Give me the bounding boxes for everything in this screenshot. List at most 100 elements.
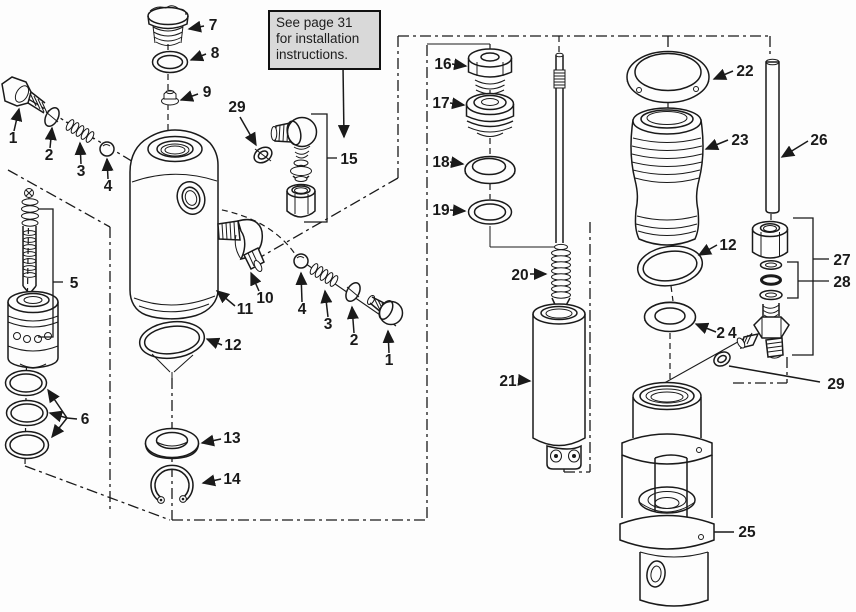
- svg-text:14: 14: [223, 471, 241, 488]
- part-12-oring-right: [636, 245, 704, 287]
- part-18-seal: [464, 155, 516, 185]
- callout-12-left: 12: [205, 337, 242, 354]
- part-19-oring: [467, 199, 513, 225]
- svg-text:13: 13: [223, 430, 241, 447]
- callout-6: 6: [47, 388, 90, 439]
- part-28-washers: [759, 260, 783, 301]
- part-25-intake-housing: [619, 381, 715, 607]
- part-3-mid-spring: [309, 263, 339, 287]
- svg-text:3: 3: [324, 316, 333, 333]
- svg-text:17: 17: [432, 95, 449, 112]
- callout-3-left: 3: [74, 141, 87, 180]
- callout-12-right: 12: [697, 237, 737, 256]
- note-line-2: for installation: [276, 31, 360, 47]
- svg-text:20: 20: [511, 267, 528, 284]
- part-27-tee-fitting: [736, 303, 790, 359]
- note-leader-arrow: [337, 65, 350, 139]
- part-16-hex-plug: [467, 48, 513, 95]
- callout-26: 26: [780, 132, 828, 158]
- part-26-tube: [765, 58, 780, 214]
- part-21-cylinder: [532, 303, 586, 470]
- callout-8: 8: [189, 45, 220, 62]
- callout-20: 20: [511, 267, 548, 284]
- callout-7: 7: [187, 17, 217, 34]
- svg-text:8: 8: [211, 45, 220, 62]
- callout-25: 25: [714, 524, 756, 541]
- svg-text:21: 21: [499, 373, 517, 390]
- callout-14: 14: [201, 471, 241, 488]
- callout-27: 27: [833, 252, 850, 269]
- note-line-1: See page 31: [276, 15, 353, 30]
- callout-29-right: 29: [728, 365, 845, 393]
- part-4-mid-ball: [293, 253, 309, 269]
- callout-3-mid: 3: [320, 289, 333, 333]
- svg-text:15: 15: [340, 151, 358, 168]
- callout-21: 21: [499, 373, 532, 390]
- svg-text:23: 23: [731, 132, 749, 149]
- svg-text:1: 1: [9, 130, 18, 147]
- callout-9: 9: [179, 84, 212, 102]
- part-29-washer-top: [253, 146, 273, 164]
- callout-16: 16: [434, 56, 468, 73]
- part-12-oring-left: [138, 320, 206, 378]
- svg-text:19: 19: [432, 202, 450, 219]
- part-2-mid-washer: [345, 281, 361, 303]
- part-2-left-washer: [44, 106, 60, 128]
- svg-text:29: 29: [228, 99, 246, 116]
- svg-text:29: 29: [827, 376, 845, 393]
- svg-text:1: 1: [385, 352, 394, 369]
- svg-text:4: 4: [298, 301, 307, 318]
- part-5-valve-body: [7, 290, 59, 369]
- callout-11: 11: [215, 290, 254, 318]
- part-10-elbow: [217, 219, 265, 272]
- part-11-pump-body: [129, 129, 219, 320]
- svg-text:6: 6: [81, 411, 90, 428]
- svg-text:3: 3: [77, 163, 86, 180]
- part-29-washer-right: [713, 351, 731, 367]
- callout-23: 23: [704, 132, 749, 151]
- callout-1-left: 1: [9, 107, 23, 147]
- svg-text:9: 9: [203, 84, 212, 101]
- svg-text:10: 10: [256, 290, 273, 307]
- svg-text:5: 5: [70, 275, 79, 292]
- part-6-orings: [4, 369, 50, 460]
- part-22-ring: [626, 50, 710, 104]
- svg-text:26: 26: [810, 132, 828, 149]
- callout-4-mid: 4: [295, 271, 308, 318]
- svg-text:18: 18: [432, 154, 450, 171]
- svg-text:24: 24: [716, 325, 739, 342]
- callout-1-mid: 1: [382, 329, 395, 369]
- callout-10: 10: [250, 271, 274, 307]
- part-8-oring: [151, 50, 189, 74]
- part-9-nut: [161, 89, 179, 106]
- note-box: See page 31 for installation instruction…: [268, 10, 381, 70]
- note-line-3: instructions.: [276, 47, 349, 63]
- part-1-mid-plug: [366, 294, 404, 326]
- bracket-5: [38, 208, 63, 338]
- piston-rod: [553, 52, 566, 243]
- callout-22: 22: [712, 63, 754, 80]
- callout-17: 17: [432, 95, 466, 112]
- callout-19: 19: [432, 202, 467, 219]
- svg-text:4: 4: [104, 178, 113, 195]
- svg-text:25: 25: [738, 524, 756, 541]
- svg-text:12: 12: [224, 337, 241, 354]
- svg-text:11: 11: [237, 301, 254, 318]
- part-23-valve-barrel: [630, 107, 704, 246]
- svg-text:22: 22: [736, 63, 753, 80]
- part-14-retaining-ring: [150, 464, 194, 504]
- svg-text:16: 16: [434, 56, 452, 73]
- callout-29-top: 29: [228, 99, 257, 147]
- callout-15: 15: [340, 151, 358, 168]
- svg-text:2: 2: [350, 332, 359, 349]
- part-4-left-ball: [99, 141, 115, 157]
- callout-13: 13: [200, 430, 241, 447]
- svg-text:12: 12: [719, 237, 736, 254]
- callout-4-left: 4: [101, 157, 114, 195]
- bracket-27: [792, 217, 829, 356]
- part-5-valve-stem: [21, 188, 39, 293]
- bracket-15: [304, 113, 337, 223]
- part-13-washer: [144, 427, 200, 460]
